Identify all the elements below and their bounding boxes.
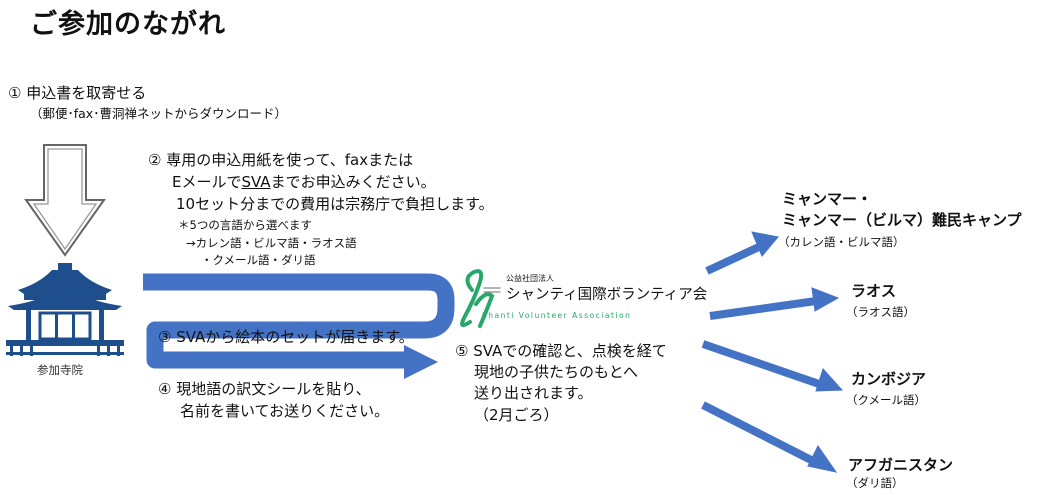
step1-subtext: （郵便･fax･曹洞禅ネットからダウンロード） (30, 106, 287, 121)
step4-line1: ④ 現地語の訳文シールを貼り、 (158, 380, 371, 398)
logo-english: Shanti Volunteer Association (482, 311, 632, 320)
step2-note1: ＊5つの言語から選べます (178, 218, 312, 232)
destination-myanmar-name2: ミャンマー（ビルマ）難民キャンプ (782, 211, 1022, 229)
destination-afghanistan-lang: （ダリ語） (846, 476, 904, 490)
flow-path (143, 273, 455, 369)
step5-line1: ⑤ SVAでの確認と、点検を経て (455, 342, 667, 360)
step1-text: ① 申込書を取寄せる (8, 84, 147, 102)
flow-arrowhead (404, 345, 438, 379)
step2-note2: →カレン語・ビルマ語・ラオス語 (186, 236, 357, 250)
destination-laos-name: ラオス (851, 282, 897, 300)
destination-cambodia-lang: （クメール語） (846, 393, 927, 407)
destination-arrows (701, 231, 844, 473)
step3-text: ③ SVAから絵本のセットが届きます。 (158, 328, 414, 346)
destination-laos-lang: （ラオス語） (846, 305, 915, 319)
destination-cambodia-name: カンボジア (851, 370, 927, 388)
destination-afghanistan-name: アフガニスタン (848, 456, 954, 474)
step5-line3: 送り出されます。 (474, 384, 593, 402)
step4-line2: 名前を書いてお送りください。 (180, 402, 390, 420)
page-title: ご参加のながれ (30, 9, 226, 40)
sva-link: SVA (241, 173, 271, 191)
step5-line4: （2月ごろ） (474, 406, 559, 424)
step2-note3: ・クメール語・ダリ語 (201, 253, 316, 267)
destination-myanmar-lang: （カレン語・ビルマ語） (778, 235, 905, 249)
step5-line2: 現地の子供たちのもとへ (474, 363, 638, 381)
step2-line3: 10セット分までの費用は宗務庁で負担します。 (176, 195, 494, 213)
step2-line1: ② 専用の申込用紙を使って、faxまたは (148, 151, 414, 169)
down-arrow-icon (24, 144, 106, 257)
temple-label: 参加寺院 (37, 363, 83, 377)
step2-line2: EメールでSVAまでお申込みください。 (172, 173, 436, 191)
logo-name: シャンティ国際ボランティア会 (506, 287, 708, 303)
temple-icon (6, 263, 124, 356)
logo-small-text: 公益社団法人 (506, 274, 554, 283)
sva-logo-mark (460, 269, 501, 328)
destination-myanmar-name1: ミャンマー・ (782, 190, 873, 208)
